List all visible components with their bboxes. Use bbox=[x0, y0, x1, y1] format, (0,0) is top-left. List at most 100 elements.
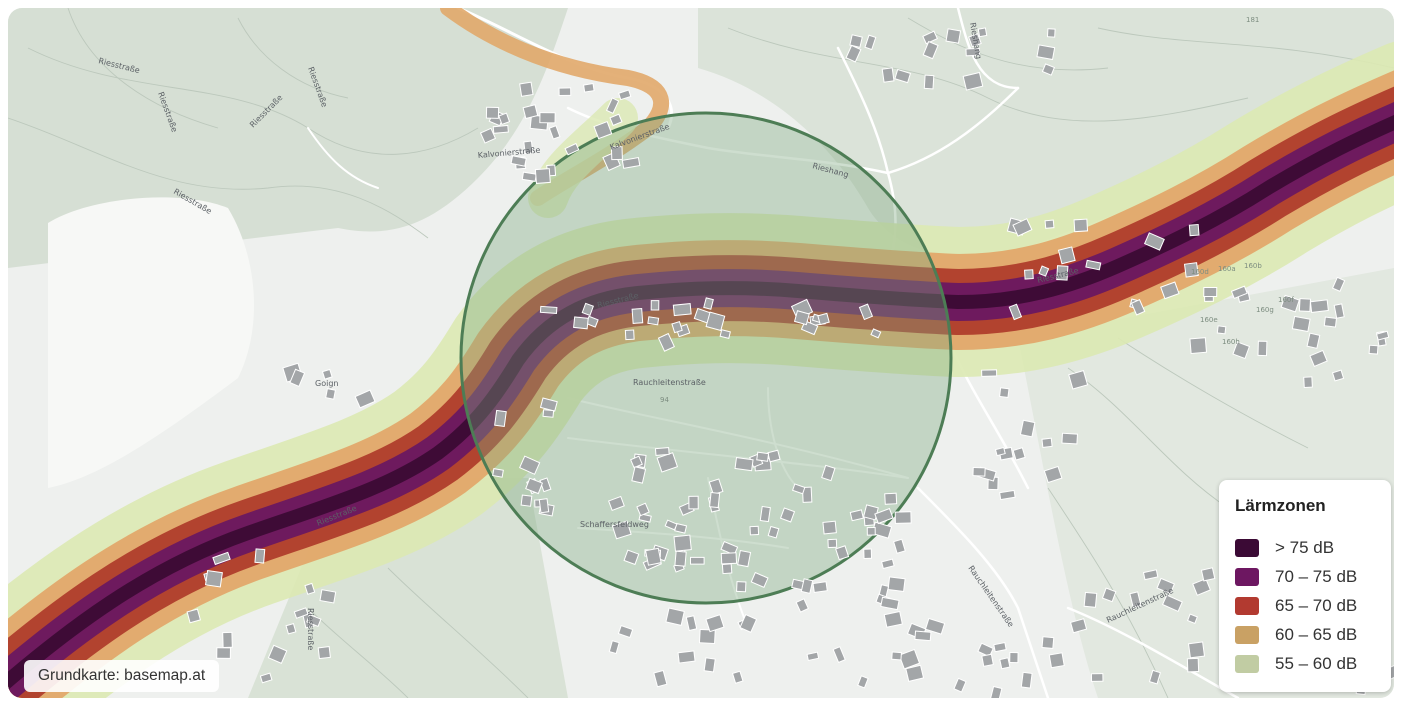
building bbox=[981, 369, 998, 377]
building bbox=[581, 302, 594, 317]
building bbox=[1090, 673, 1104, 682]
building bbox=[605, 97, 620, 114]
building bbox=[749, 525, 760, 536]
street-label-riesstrasse: Riesstraße bbox=[306, 608, 315, 650]
building bbox=[759, 505, 771, 523]
building bbox=[1056, 265, 1069, 281]
building bbox=[1046, 28, 1056, 38]
building bbox=[1186, 657, 1200, 673]
building bbox=[618, 89, 632, 101]
building bbox=[267, 644, 288, 664]
street-label-rauchleiten: Rauchleitenstraße bbox=[633, 378, 706, 387]
hill-label: 160a bbox=[1218, 265, 1236, 273]
building bbox=[1187, 641, 1206, 659]
building bbox=[204, 569, 223, 588]
building bbox=[863, 548, 873, 560]
building bbox=[212, 551, 231, 566]
building bbox=[1375, 330, 1390, 341]
map-frame[interactable]: Riesstraße Riesstraße Riesstraße Riesstr… bbox=[8, 8, 1394, 698]
building bbox=[731, 670, 744, 684]
legend-item-70-75: 70 – 75 dB bbox=[1235, 562, 1391, 591]
building bbox=[999, 657, 1011, 670]
building bbox=[884, 492, 898, 505]
building bbox=[866, 527, 876, 536]
building bbox=[1009, 652, 1019, 664]
building bbox=[542, 409, 555, 418]
building bbox=[720, 552, 738, 565]
building bbox=[521, 171, 537, 182]
building bbox=[573, 316, 589, 330]
building bbox=[583, 83, 595, 93]
building bbox=[539, 397, 558, 412]
building bbox=[1012, 447, 1026, 461]
building bbox=[977, 642, 994, 658]
building bbox=[719, 329, 731, 339]
building bbox=[650, 300, 660, 311]
building bbox=[874, 507, 894, 525]
building bbox=[767, 525, 780, 539]
building bbox=[703, 657, 716, 673]
building bbox=[945, 28, 962, 44]
building bbox=[685, 615, 698, 632]
building bbox=[806, 651, 820, 662]
building bbox=[1161, 594, 1183, 613]
building bbox=[1048, 652, 1065, 669]
legend-swatch bbox=[1235, 625, 1259, 644]
building bbox=[354, 389, 376, 409]
building bbox=[1160, 281, 1180, 300]
building bbox=[703, 297, 714, 310]
building bbox=[891, 651, 902, 661]
building bbox=[1069, 618, 1088, 634]
building bbox=[1143, 232, 1165, 251]
building bbox=[1012, 218, 1033, 237]
building bbox=[534, 168, 551, 184]
noise-map[interactable]: Riesstraße Riesstraße Riesstraße Riesstr… bbox=[8, 8, 1394, 698]
map-attribution[interactable]: Grundkarte: basemap.at bbox=[24, 660, 220, 692]
building bbox=[857, 675, 869, 689]
radius-circle bbox=[459, 111, 953, 605]
building bbox=[1203, 286, 1218, 298]
building bbox=[630, 455, 643, 469]
building bbox=[1130, 299, 1146, 316]
legend-label: 55 – 60 dB bbox=[1275, 653, 1358, 673]
building bbox=[653, 669, 668, 688]
building bbox=[319, 589, 337, 604]
building bbox=[304, 582, 316, 595]
building bbox=[1068, 369, 1089, 390]
building bbox=[858, 303, 874, 321]
building bbox=[1309, 299, 1329, 313]
building bbox=[1200, 567, 1216, 582]
terrain-area bbox=[698, 8, 1394, 257]
building bbox=[1306, 332, 1321, 349]
building bbox=[962, 71, 984, 91]
building bbox=[736, 581, 747, 593]
building bbox=[835, 545, 850, 561]
building bbox=[968, 33, 982, 48]
building bbox=[539, 305, 558, 314]
building bbox=[795, 598, 809, 613]
building bbox=[1024, 269, 1034, 280]
building bbox=[994, 446, 1006, 457]
building bbox=[325, 388, 336, 400]
building bbox=[1331, 369, 1345, 382]
hill-label: 160d bbox=[1191, 268, 1209, 276]
building bbox=[822, 520, 837, 535]
hill-label: 160f bbox=[1278, 296, 1294, 304]
hill-label: 160g bbox=[1256, 306, 1274, 314]
building bbox=[953, 677, 967, 693]
building bbox=[894, 68, 912, 84]
building bbox=[767, 449, 781, 463]
building bbox=[698, 628, 716, 645]
building bbox=[1101, 587, 1117, 603]
building bbox=[845, 44, 862, 63]
building bbox=[636, 502, 650, 517]
building bbox=[705, 614, 725, 633]
legend-item-65-70: 65 – 70 dB bbox=[1235, 591, 1391, 620]
building bbox=[914, 630, 932, 642]
legend-item-55-60: 55 – 60 dB bbox=[1235, 649, 1391, 678]
building bbox=[817, 312, 830, 326]
building bbox=[492, 468, 504, 478]
noise-zones bbox=[8, 41, 1394, 698]
building bbox=[216, 647, 231, 659]
building bbox=[1020, 671, 1033, 689]
